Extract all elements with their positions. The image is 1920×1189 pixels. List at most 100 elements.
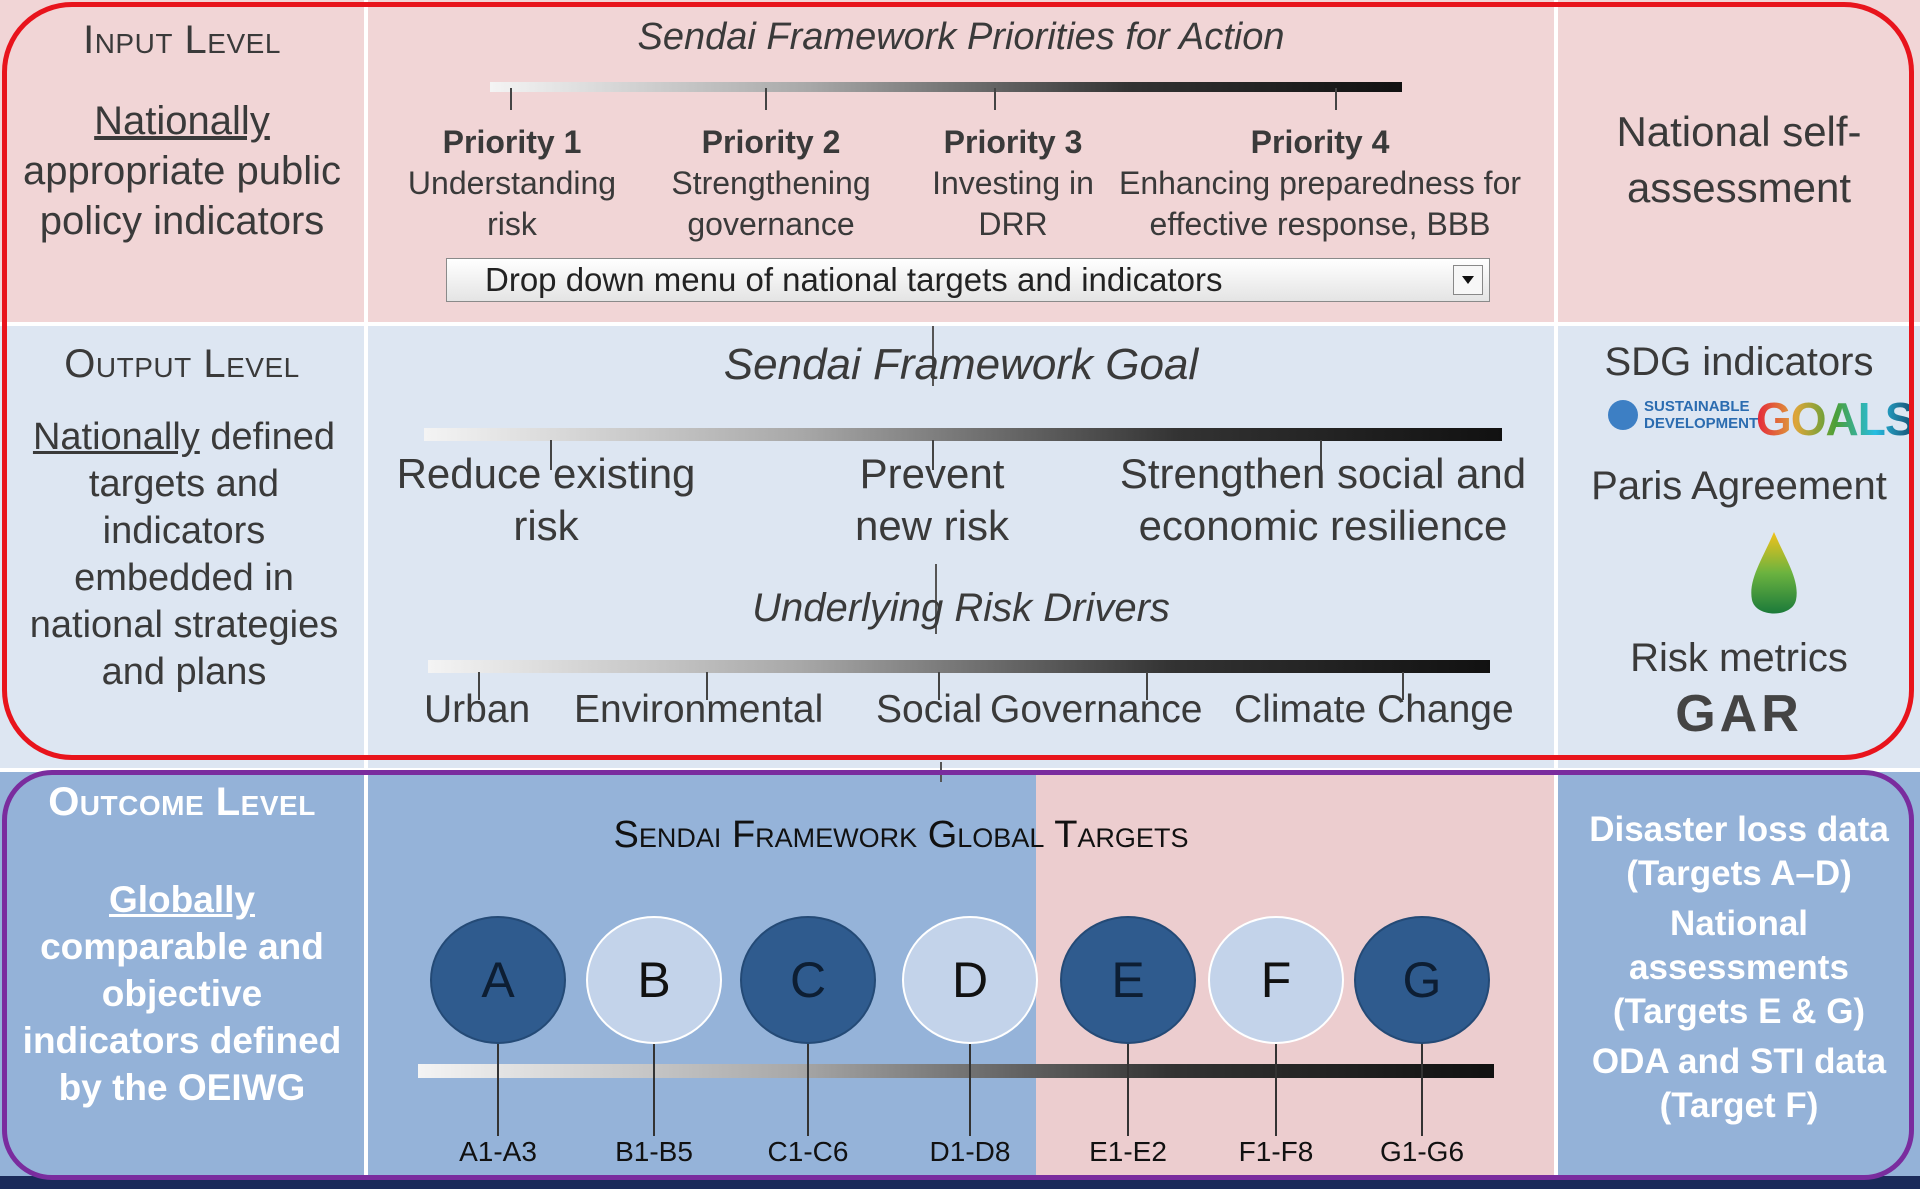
target-code-g: G1-G6 bbox=[1379, 1136, 1465, 1167]
priorities-tick bbox=[765, 88, 767, 110]
target-circle-c: C bbox=[740, 916, 876, 1044]
goal-strengthen: Strengthen social and economic resilienc… bbox=[1119, 450, 1527, 549]
outcome-level-title: Outcome Level bbox=[48, 780, 316, 824]
outcome-subtitle-rest: comparable and objective indicators defi… bbox=[22, 926, 342, 1108]
target-code-d: D1-D8 bbox=[929, 1136, 1011, 1167]
connector-line bbox=[932, 326, 934, 386]
driver-climate-change: Climate Change bbox=[1234, 688, 1514, 731]
priority-3: Priority 3 Investing in DRR bbox=[930, 122, 1096, 245]
driver-governance: Governance bbox=[990, 688, 1203, 731]
priorities-tick bbox=[1335, 88, 1337, 110]
priority-4-desc: Enhancing preparedness for effective res… bbox=[1118, 165, 1522, 242]
priority-4-name: Priority 4 bbox=[1250, 124, 1390, 160]
output-subtitle-rest: defined targets and indicators embedded … bbox=[29, 416, 339, 693]
priority-2: Priority 2 Strengthening governance bbox=[656, 122, 886, 245]
outcome-band-left bbox=[0, 772, 364, 1176]
target-code-a: A1-A3 bbox=[459, 1136, 537, 1167]
sdg-indicators-title: SDG indicators bbox=[1604, 340, 1874, 384]
target-connector-line bbox=[1127, 1020, 1129, 1136]
input-level-subtitle: Nationally appropriate public policy ind… bbox=[10, 96, 354, 246]
target-code-f: F1-F8 bbox=[1238, 1136, 1314, 1167]
outcome-level-subtitle: Globally comparable and objective indica… bbox=[20, 876, 344, 1111]
target-connector-line bbox=[807, 1020, 809, 1136]
target-circle-b: B bbox=[586, 916, 722, 1044]
paris-leaf-icon bbox=[1746, 530, 1802, 626]
goal-title: Sendai Framework Goal bbox=[723, 340, 1199, 389]
drivers-title: Underlying Risk Drivers bbox=[752, 586, 1170, 630]
priority-3-desc: Investing in DRR bbox=[932, 165, 1094, 242]
target-code-c: C1-C6 bbox=[767, 1136, 849, 1167]
target-connector-line bbox=[653, 1020, 655, 1136]
dropdown-arrow-icon[interactable] bbox=[1453, 265, 1483, 295]
goal-bar bbox=[424, 428, 1502, 441]
national-self-assessment: National self-assessment bbox=[1616, 108, 1862, 211]
goal-prevent: Prevent new risk bbox=[854, 450, 1010, 549]
targets-bar bbox=[418, 1064, 1494, 1078]
output-level-title: Output Level bbox=[64, 342, 300, 386]
global-targets-title: Sendai Framework Global Targets bbox=[613, 814, 1189, 856]
sdg-logo-small-text: SUSTAINABLE DEVELOPMENT bbox=[1644, 398, 1759, 432]
priority-4: Priority 4 Enhancing preparedness for ef… bbox=[1100, 122, 1540, 245]
driver-social: Social bbox=[876, 688, 983, 731]
priority-3-name: Priority 3 bbox=[943, 124, 1083, 160]
priority-2-name: Priority 2 bbox=[701, 124, 841, 160]
driver-environmental: Environmental bbox=[574, 688, 824, 731]
goal-tick bbox=[932, 440, 934, 470]
goal-tick bbox=[1320, 440, 1322, 470]
outcome-right-text: Disaster loss data (Targets A–D) Nationa… bbox=[1558, 808, 1920, 1128]
un-emblem-icon bbox=[1608, 400, 1638, 430]
risk-metrics-title: Risk metrics bbox=[1630, 636, 1848, 680]
goal-reduce: Reduce existing risk bbox=[396, 450, 696, 549]
target-connector-line bbox=[969, 1020, 971, 1136]
targets-a-d: (Targets A–D) bbox=[1626, 854, 1852, 893]
priorities-title: Sendai Framework Priorities for Action bbox=[637, 16, 1285, 58]
target-connector-line bbox=[1421, 1020, 1423, 1136]
driver-tick bbox=[1402, 672, 1404, 700]
priority-1: Priority 1 Understanding risk bbox=[392, 122, 632, 245]
goal-tick bbox=[550, 440, 552, 470]
input-subtitle-rest: appropriate public policy indicators bbox=[23, 149, 341, 243]
targets-e-g: (Targets E & G) bbox=[1612, 992, 1866, 1031]
driver-tick bbox=[1146, 672, 1148, 700]
output-band-center bbox=[368, 326, 1554, 768]
driver-urban: Urban bbox=[424, 688, 531, 731]
red-outline bbox=[2, 2, 1914, 760]
input-subtitle-underlined: Nationally bbox=[94, 99, 270, 143]
paris-agreement-title: Paris Agreement bbox=[1591, 464, 1887, 508]
driver-tick bbox=[706, 672, 708, 700]
target-f: (Target F) bbox=[1659, 1086, 1819, 1125]
connector-line bbox=[935, 564, 937, 634]
national-assessments: National assessments bbox=[1629, 904, 1849, 987]
purple-outline bbox=[2, 770, 1914, 1180]
priority-1-name: Priority 1 bbox=[442, 124, 582, 160]
output-level-subtitle: Nationally defined targets and indicator… bbox=[14, 414, 354, 696]
gar-logo: GAR bbox=[1675, 685, 1803, 743]
outcome-band-right bbox=[1558, 772, 1920, 1176]
target-connector-line bbox=[1275, 1020, 1277, 1136]
target-circle-g: G bbox=[1354, 916, 1490, 1044]
target-circle-a: A bbox=[430, 916, 566, 1044]
output-subtitle-underlined: Nationally bbox=[32, 416, 200, 458]
priorities-tick bbox=[510, 88, 512, 110]
target-code-e: E1-E2 bbox=[1089, 1136, 1167, 1167]
target-circle-f: F bbox=[1208, 916, 1344, 1044]
drivers-bar bbox=[428, 660, 1490, 673]
sdg-logo: SUSTAINABLE DEVELOPMENT GOALS bbox=[1606, 393, 1916, 445]
targets-dropdown[interactable]: Drop down menu of national targets and i… bbox=[446, 258, 1490, 302]
priority-1-desc: Understanding risk bbox=[407, 165, 617, 242]
driver-tick bbox=[478, 672, 480, 700]
target-connector-line bbox=[497, 1020, 499, 1136]
target-code-b: B1-B5 bbox=[615, 1136, 693, 1167]
priorities-bar bbox=[490, 82, 1402, 92]
sdg-logo-goals-text: GOALS bbox=[1756, 393, 1916, 445]
target-circle-d: D bbox=[902, 916, 1038, 1044]
priority-2-desc: Strengthening governance bbox=[671, 165, 871, 242]
input-level-title: Input Level bbox=[83, 18, 281, 62]
target-circle-e: E bbox=[1060, 916, 1196, 1044]
disaster-loss-data: Disaster loss data bbox=[1589, 810, 1889, 849]
dropdown-label: Drop down menu of national targets and i… bbox=[485, 261, 1223, 298]
driver-tick bbox=[938, 672, 940, 700]
priorities-tick bbox=[994, 88, 996, 110]
oda-sti-data: ODA and STI data bbox=[1591, 1042, 1887, 1081]
outcome-subtitle-underlined: Globally bbox=[109, 879, 255, 920]
